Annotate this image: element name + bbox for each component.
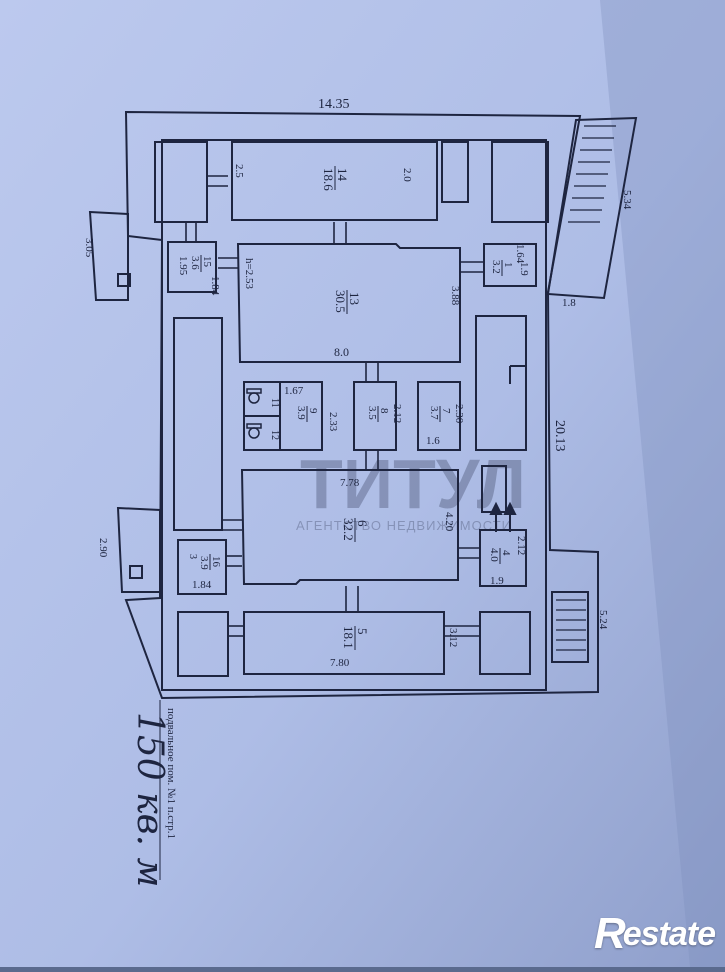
room-top-right-store [491, 141, 549, 223]
svg-text:2.12: 2.12 [515, 536, 527, 555]
annex-3-05-square [117, 273, 131, 287]
room-15-no: 15 [201, 256, 213, 268]
svg-text:7.80: 7.80 [330, 657, 350, 669]
svg-text:2.0: 2.0 [401, 168, 413, 182]
room-7-area: 3.7 [428, 406, 440, 420]
svg-text:7.78: 7.78 [340, 477, 360, 489]
svg-text:1.84: 1.84 [192, 579, 212, 591]
annex-3-05 [88, 210, 129, 301]
room-6-no: 6 [355, 520, 370, 527]
room-6 [240, 469, 459, 585]
room-1-area: 3.2 [490, 260, 502, 274]
dim-right-length: 20.13 [552, 420, 567, 452]
restate-logo-r: R [593, 909, 626, 958]
dimension-labels: 2.5 2.0 5.34 3.05 1.95 1.84 h=2.53 3.88 … [83, 164, 633, 669]
room-13-area: 30.5 [333, 290, 348, 313]
room-4-no: 4 [500, 550, 512, 556]
room-labels: 14 18.6 13 30.5 15 3.6 1 3.2 9 3.9 8 3.5… [187, 166, 514, 650]
room-7 [417, 381, 461, 451]
watermark: ТИТУЛ АГЕНТСТВО НЕДВИЖИМОСТИ [296, 445, 526, 533]
svg-text:1.8: 1.8 [562, 297, 576, 309]
room-8 [353, 381, 397, 451]
room-top-small [441, 141, 469, 203]
svg-text:1.6: 1.6 [426, 435, 440, 447]
svg-text:8.0: 8.0 [334, 345, 349, 359]
stairs-bottom [551, 591, 589, 663]
room-7-no: 7 [440, 408, 452, 414]
dim-top-width: 14.35 [318, 97, 350, 112]
inner-core [161, 139, 547, 691]
toilet-icons [246, 388, 262, 439]
room-5-area: 18.1 [341, 626, 356, 649]
room-9-area: 3.9 [295, 406, 307, 420]
room-12-no: 12 [269, 430, 280, 440]
svg-text:2.90: 2.90 [97, 538, 109, 558]
room-13-no: 13 [347, 292, 362, 305]
svg-text:2.5: 2.5 [233, 164, 245, 178]
room-bottom-right [479, 611, 531, 675]
room-5 [243, 611, 445, 675]
svg-text:1.67: 1.67 [284, 385, 304, 397]
stair-treads [556, 125, 616, 651]
room-right-store [475, 315, 527, 451]
annex-2-90-square [129, 565, 143, 579]
paper-shadow [600, 0, 725, 967]
room-14 [231, 141, 438, 221]
svg-text:1.9: 1.9 [490, 575, 504, 587]
svg-text:3.88: 3.88 [449, 286, 461, 306]
watermark-title: ТИТУЛ [300, 445, 526, 523]
svg-text:1.64: 1.64 [514, 244, 526, 264]
svg-text:2.12: 2.12 [391, 404, 403, 423]
door-openings [185, 175, 484, 637]
room-9-no: 9 [307, 408, 319, 414]
room-4-area: 4.0 [488, 548, 500, 562]
room-16-area: 3.9 [198, 556, 210, 570]
room-14-no: 14 [335, 168, 350, 182]
annex-2-90 [116, 506, 161, 593]
room-16 [177, 539, 227, 595]
room-1 [483, 243, 537, 287]
svg-text:2.30: 2.30 [453, 404, 465, 424]
svg-text:3.05: 3.05 [83, 238, 95, 258]
svg-text:4.20: 4.20 [443, 512, 455, 532]
room-11-no: 11 [269, 398, 280, 408]
room-3-no: 3 [187, 554, 198, 559]
room-15 [167, 241, 217, 293]
watermark-subtitle: АГЕНТСТВО НЕДВИЖИМОСТИ [296, 518, 512, 533]
room-8-no: 8 [378, 408, 390, 414]
svg-text:1.84: 1.84 [209, 276, 221, 296]
room-15-area: 3.6 [189, 256, 201, 270]
stairs-top [546, 116, 638, 300]
corridor-left [173, 317, 223, 531]
handwritten-area: 150 кв. м [129, 712, 170, 887]
room-top-left-store [154, 141, 208, 223]
room-5-no: 5 [355, 628, 370, 635]
room-14-area: 18.6 [321, 168, 336, 191]
restate-logo-text: estate [622, 914, 716, 953]
svg-text:5.34: 5.34 [621, 190, 633, 210]
room-8-area: 3.5 [366, 406, 378, 420]
svg-text:1.95: 1.95 [177, 256, 189, 276]
plan-caption: подвальное пом. №1 п.стр.1 [165, 708, 177, 839]
room-13 [236, 243, 461, 363]
svg-text:2.33: 2.33 [327, 412, 339, 432]
svg-text:h=2.53: h=2.53 [243, 258, 255, 289]
room-6-area: 32.2 [341, 518, 356, 541]
svg-text:5.24: 5.24 [597, 610, 609, 630]
room-1-no: 1 [502, 262, 514, 268]
entry-arrows [489, 501, 517, 532]
svg-text:1.9: 1.9 [518, 262, 530, 276]
room-16-no: 16 [210, 556, 222, 568]
svg-text:3.12: 3.12 [447, 628, 459, 647]
room-bottom-left [177, 611, 229, 677]
